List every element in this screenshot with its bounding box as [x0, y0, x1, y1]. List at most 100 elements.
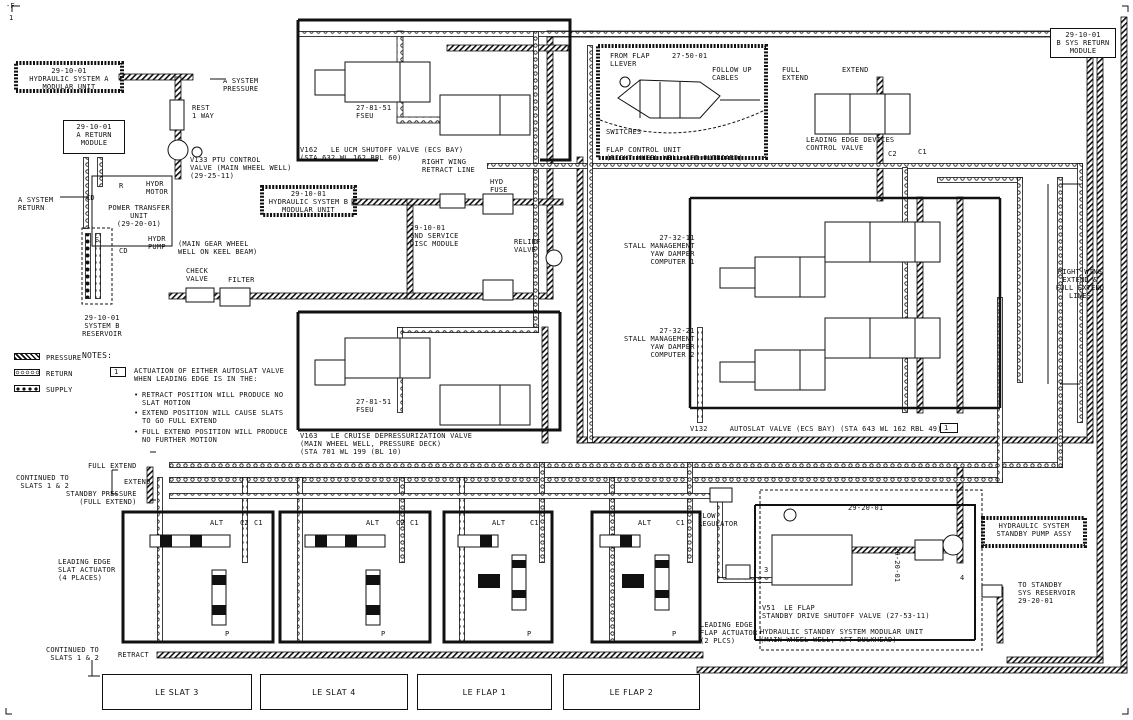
- press-segment: [576, 156, 584, 444]
- full-extend-top: FULL EXTEND: [782, 66, 809, 82]
- p-flap1: P: [527, 630, 532, 638]
- press-segment: [146, 466, 154, 504]
- c1-slat4: C1: [410, 519, 419, 527]
- ret-segment: [459, 477, 465, 643]
- legend-supply-swatch: [14, 385, 40, 392]
- ret-segment: [157, 477, 163, 643]
- alt-4: ALT: [638, 519, 652, 527]
- ret-segment: [1057, 177, 1063, 468]
- press-segment: [956, 196, 964, 414]
- hydr-pump: HYDR PUMP: [148, 235, 166, 251]
- a-return-module-box: [63, 120, 125, 154]
- a-system-return: A SYSTEM RETURN: [18, 196, 54, 212]
- to-standby-reservoir: TO STANDBY SYS RESERVOIR 29-20-01: [1018, 581, 1076, 605]
- right-wing-retract: RIGHT WING RETRACT LINE: [422, 158, 475, 174]
- press-segment: [876, 76, 884, 202]
- c1-flap2: C1: [676, 519, 685, 527]
- ret-segment: [697, 327, 703, 423]
- legend-return-swatch: [14, 369, 40, 376]
- ptu-control-valve: V133 PTU CONTROL VALVE (MAIN WHEEL WELL)…: [190, 156, 292, 180]
- notes-item-2: EXTEND POSITION WILL CAUSE SLATS TO GO F…: [142, 409, 284, 425]
- surface-le-slat-3: LE SLAT 3: [102, 674, 252, 710]
- ret-segment: [242, 477, 248, 563]
- sup-segment: [85, 233, 91, 299]
- module-boundaries: [121, 18, 1002, 644]
- c1-slat3: C1: [254, 519, 263, 527]
- ret-segment: [902, 167, 908, 413]
- ret-segment: [169, 462, 1063, 468]
- le-flap-actuator: LEADING EDGE FLAP ACTUATOR (2 PLCS): [700, 621, 758, 645]
- p-flap2: P: [672, 630, 677, 638]
- ret-segment: [396, 116, 444, 124]
- port-cd-1: CD: [86, 194, 95, 202]
- sys-b-modular-unit: 29-10-01 HYDRAULIC SYSTEM B MODULAR UNIT: [268, 190, 349, 214]
- switches-label: SWITCHES: [606, 128, 642, 136]
- ret-segment: [533, 31, 539, 333]
- standby-unit-label: HYDRAULIC STANDBY SYSTEM MODULAR UNIT (M…: [760, 628, 924, 644]
- hyd-fuse: HYD FUSE: [490, 178, 508, 194]
- fseu-2: 27-81-51 FSEU: [356, 398, 392, 414]
- standby-pressure: STANDBY PRESSURE (FULL EXTEND): [66, 490, 137, 506]
- port-r: R: [119, 182, 124, 190]
- v162-label: V162 LE UCM SHUTOFF VALVE (ECS BAY) (STA…: [300, 146, 464, 162]
- port-4: 4: [960, 574, 965, 582]
- port-cd-2: CD: [119, 247, 128, 255]
- follow-up-cables: FOLLOW UP CABLES: [712, 66, 752, 82]
- flow-regulator: FLOW REGULATOR: [698, 512, 738, 528]
- frame-corners: [5, 5, 1129, 715]
- c1-flap1: C1: [530, 519, 539, 527]
- notes-heading: NOTES:: [82, 351, 113, 360]
- right-wing-lines: RIGHT WING EXTEND & FULL EXTEND LINES: [1055, 268, 1105, 300]
- notes-item-3: FULL EXTEND POSITION WILL PRODUCE NO FUR…: [142, 428, 288, 444]
- standby-module-title: 29-20-01: [848, 504, 884, 512]
- press-segment: [1120, 16, 1128, 674]
- dashed-outlines: [81, 227, 983, 651]
- notes-flag: 1: [110, 367, 126, 377]
- surface-le-flap-1: LE FLAP 1: [417, 674, 552, 710]
- sys-b-reservoir: 29-10-01 SYSTEM B RESERVOIR: [82, 314, 122, 338]
- ledcv-label: LEADING EDGE DEVICES CONTROL VALVE: [806, 136, 895, 152]
- press-segment: [156, 651, 704, 659]
- v163-label: V163 LE CRUISE DEPRESSURIZATION VALVE (M…: [300, 432, 473, 456]
- ret-segment: [937, 177, 1023, 183]
- flap-control-mechanism: [599, 76, 766, 134]
- p-slat4: P: [381, 630, 386, 638]
- c2-slat3: C2: [240, 519, 249, 527]
- press-segment: [1006, 656, 1104, 664]
- flap-lever: FROM FLAP LLEVER: [610, 52, 650, 68]
- supply-lines: [85, 233, 101, 299]
- continued-top: CONTINUED TO SLATS 1 & 2: [16, 474, 69, 490]
- gnd-service-module: 29-10-01 GND SERVICE DISC MODULE: [410, 224, 459, 248]
- thin-lines: [60, 78, 1080, 677]
- smyd-1: 27-32-11 STALL MANAGEMENT YAW DAMPER COM…: [624, 234, 695, 266]
- actuator-graphics: [149, 534, 670, 626]
- ptu-location: (MAIN GEAR WHEEL WELL ON KEEL BEAM): [178, 240, 258, 256]
- legend-pressure-swatch: [14, 353, 40, 360]
- hydr-motor: HYDR MOTOR: [146, 180, 169, 196]
- c1-label: C1: [918, 148, 927, 156]
- c2-slat4: C2: [396, 519, 405, 527]
- b-sys-return-box: [1050, 28, 1116, 58]
- press-segment: [446, 44, 569, 52]
- notes-bullet-2: •: [134, 409, 139, 417]
- continued-bottom: CONTINUED TO SLATS 1 & 2: [46, 646, 99, 662]
- ret-segment: [609, 477, 615, 643]
- flap-control-unit: FLAP CONTROL UNIT (RIGHT WHEEL WELL-AFT …: [606, 146, 743, 162]
- sys-a-modular-unit: 29-10-01 HYDRAULIC SYSTEM A MODULAR UNIT: [29, 67, 109, 91]
- pump-symbols: [167, 139, 964, 556]
- ret-segment: [1017, 177, 1023, 383]
- b-sys-return-module: 29-10-01 B SYS RETURN MODULE: [1056, 31, 1110, 55]
- check-valve: CHECK VALVE: [186, 267, 209, 283]
- filter-label: FILTER: [228, 276, 255, 284]
- ret-segment: [587, 45, 593, 443]
- corner-mark: -F: [6, 2, 15, 10]
- port-3: 3: [764, 566, 769, 574]
- ret-segment: [487, 163, 1083, 169]
- fseu-1: 27-81-51 FSEU: [356, 104, 392, 120]
- press-segment: [1086, 56, 1094, 444]
- ret-segment: [83, 157, 89, 229]
- press-segment: [406, 198, 414, 300]
- ref-29-20-01-vertical: 29-20-01: [893, 547, 901, 583]
- legend-supply: SUPPLY: [46, 386, 73, 394]
